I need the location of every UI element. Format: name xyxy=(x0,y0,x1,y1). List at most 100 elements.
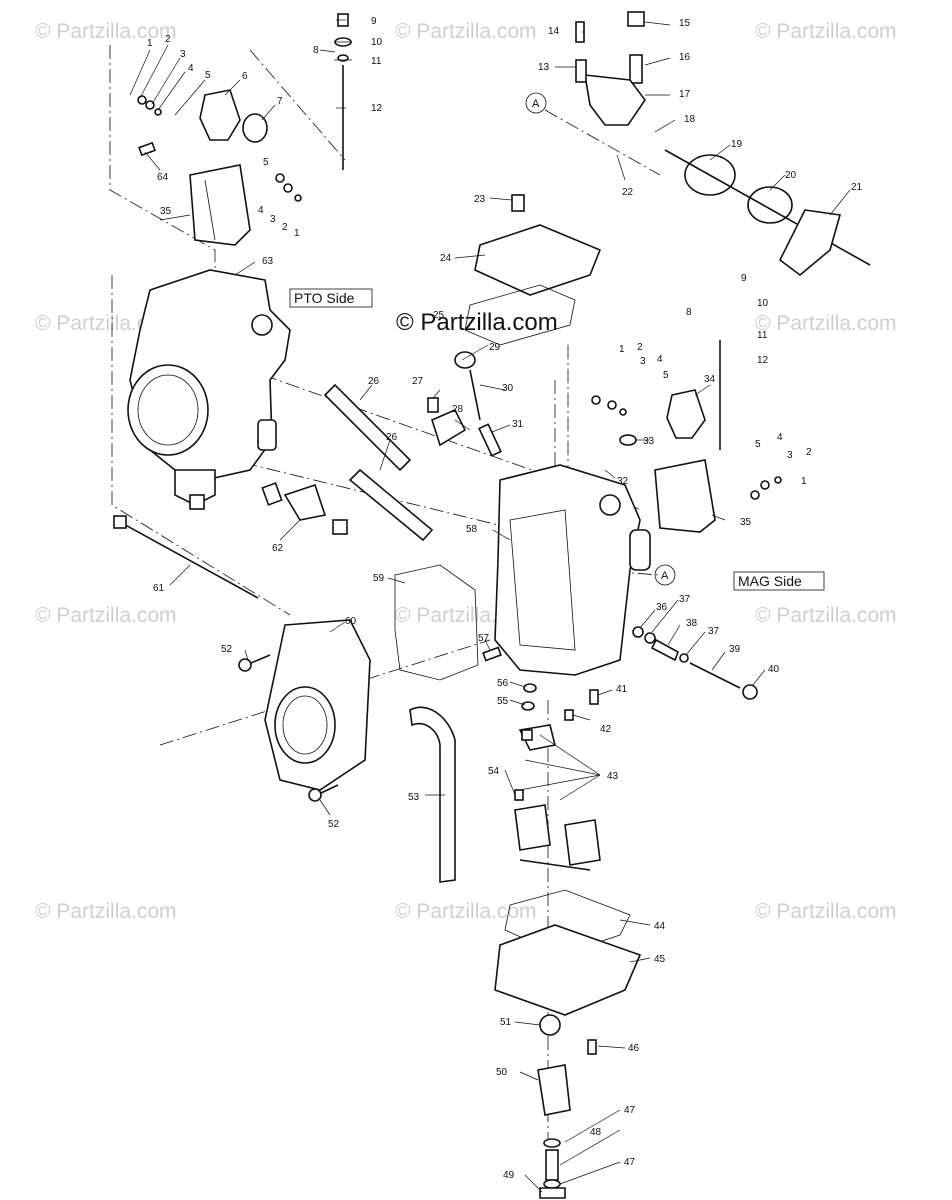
float-bowl xyxy=(494,889,642,1055)
callout-16: 16 xyxy=(679,52,691,63)
watermarks: © Partzilla.com © Partzilla.com © Partzi… xyxy=(35,20,897,923)
watermark-bottom-center: © Partzilla.com xyxy=(395,900,537,923)
callout-11: 11 xyxy=(371,56,382,67)
callout-21: 21 xyxy=(851,182,863,193)
callout-26-lower: 26 xyxy=(386,432,398,443)
callout-5-pto-lower: 5 xyxy=(263,157,269,168)
callout-48: 48 xyxy=(590,1127,602,1138)
callout-36: 36 xyxy=(656,602,668,613)
callout-10: 10 xyxy=(371,37,383,48)
watermark-center: © Partzilla.com xyxy=(396,309,558,336)
callout-37-upper: 37 xyxy=(679,594,691,605)
callout-3-mag-lower: 3 xyxy=(787,450,793,461)
callout-28: 28 xyxy=(452,404,464,415)
callout-4-pto-lower: 4 xyxy=(258,205,264,216)
callout-54: 54 xyxy=(488,766,500,777)
callout-19: 19 xyxy=(731,139,743,150)
callout-62: 62 xyxy=(272,543,284,554)
watermark-bottom-left: © Partzilla.com xyxy=(35,900,177,923)
callout-58: 58 xyxy=(466,524,478,535)
callout-52-upper: 52 xyxy=(221,644,233,655)
reference-markers: A A xyxy=(525,92,676,586)
callout-4-mag-lower: 4 xyxy=(777,432,783,443)
callout-37-lower: 37 xyxy=(708,626,720,637)
callout-43: 43 xyxy=(607,771,619,782)
top-cover xyxy=(464,194,602,346)
callout-18: 18 xyxy=(684,114,696,125)
callout-64: 64 xyxy=(157,172,169,183)
callout-47-upper: 47 xyxy=(624,1105,636,1116)
callout-42: 42 xyxy=(600,724,612,735)
callout-30: 30 xyxy=(502,383,514,394)
callout-44: 44 xyxy=(654,921,666,932)
callout-29: 29 xyxy=(489,342,501,353)
gasket-59 xyxy=(394,564,479,681)
callout-3-pto-lower: 3 xyxy=(270,214,276,225)
callout-11-mag: 11 xyxy=(757,330,768,341)
callout-31: 31 xyxy=(512,419,524,430)
callout-35-mag: 35 xyxy=(740,517,752,528)
reference-a-mid-label: A xyxy=(661,570,669,582)
callout-34: 34 xyxy=(704,374,716,385)
mag-carburetor-body xyxy=(494,464,651,676)
callout-33: 33 xyxy=(643,436,655,447)
intake-adapter xyxy=(264,619,371,791)
callout-41: 41 xyxy=(616,684,628,695)
callout-9-mag: 9 xyxy=(741,273,747,284)
watermark-mid-right: © Partzilla.com xyxy=(755,312,897,335)
callout-1-mag-lower: 1 xyxy=(801,476,807,487)
callout-5: 5 xyxy=(205,70,211,81)
callout-38: 38 xyxy=(686,618,698,629)
callout-40: 40 xyxy=(768,664,780,675)
callout-59: 59 xyxy=(373,573,385,584)
callout-47-lower: 47 xyxy=(624,1157,636,1168)
callout-39: 39 xyxy=(729,644,741,655)
callout-4: 4 xyxy=(188,63,194,74)
hose-53 xyxy=(409,706,456,883)
callout-23: 23 xyxy=(474,194,486,205)
callout-1-pto-lower: 1 xyxy=(294,228,300,239)
tee-fitting xyxy=(261,482,348,535)
callout-2-mag: 2 xyxy=(637,342,643,353)
callout-15: 15 xyxy=(679,18,691,29)
callout-6: 6 xyxy=(242,71,248,82)
watermark-bottom-right: © Partzilla.com xyxy=(755,900,897,923)
watermark-top-right: © Partzilla.com xyxy=(755,20,897,43)
screws-52 xyxy=(238,654,339,802)
callout-5-mag: 5 xyxy=(663,370,669,381)
pto-throttle-slide-assembly xyxy=(137,89,302,246)
callout-61: 61 xyxy=(153,583,165,594)
callout-49: 49 xyxy=(503,1170,515,1181)
callout-3: 3 xyxy=(180,49,186,60)
callout-10-mag: 10 xyxy=(757,298,769,309)
leader-lines xyxy=(129,19,851,1193)
callout-22: 22 xyxy=(622,187,634,198)
throttle-shaft-assembly xyxy=(575,11,871,277)
choke-assembly xyxy=(427,351,502,457)
callout-14: 14 xyxy=(548,26,560,37)
callout-5-mag-lower: 5 xyxy=(755,439,761,450)
callout-numbers: 1 2 3 4 5 6 7 8 9 10 11 12 9 10 11 8 12 … xyxy=(147,16,863,1181)
callout-60: 60 xyxy=(345,616,357,627)
pto-side-label: PTO Side xyxy=(294,290,355,306)
long-bolt xyxy=(113,515,259,599)
callout-8: 8 xyxy=(313,45,319,56)
callout-2: 2 xyxy=(165,34,171,45)
callout-2-pto-lower: 2 xyxy=(282,222,288,233)
callout-56: 56 xyxy=(497,678,509,689)
callout-12: 12 xyxy=(371,103,383,114)
callout-1: 1 xyxy=(147,38,153,49)
callout-17: 17 xyxy=(679,89,691,100)
watermark-top-left: © Partzilla.com xyxy=(35,20,177,43)
callout-9: 9 xyxy=(371,16,377,27)
callout-25: 25 xyxy=(433,310,445,321)
callout-13: 13 xyxy=(538,62,550,73)
air-tubes xyxy=(323,383,434,542)
callout-50: 50 xyxy=(496,1067,508,1078)
callout-32: 32 xyxy=(617,476,629,487)
pto-needle-assembly xyxy=(334,13,352,170)
reference-a-top-label: A xyxy=(532,98,540,110)
callout-26-upper: 26 xyxy=(368,376,380,387)
side-labels: PTO Side MAG Side xyxy=(289,288,825,591)
mag-side-label: MAG Side xyxy=(738,573,802,589)
